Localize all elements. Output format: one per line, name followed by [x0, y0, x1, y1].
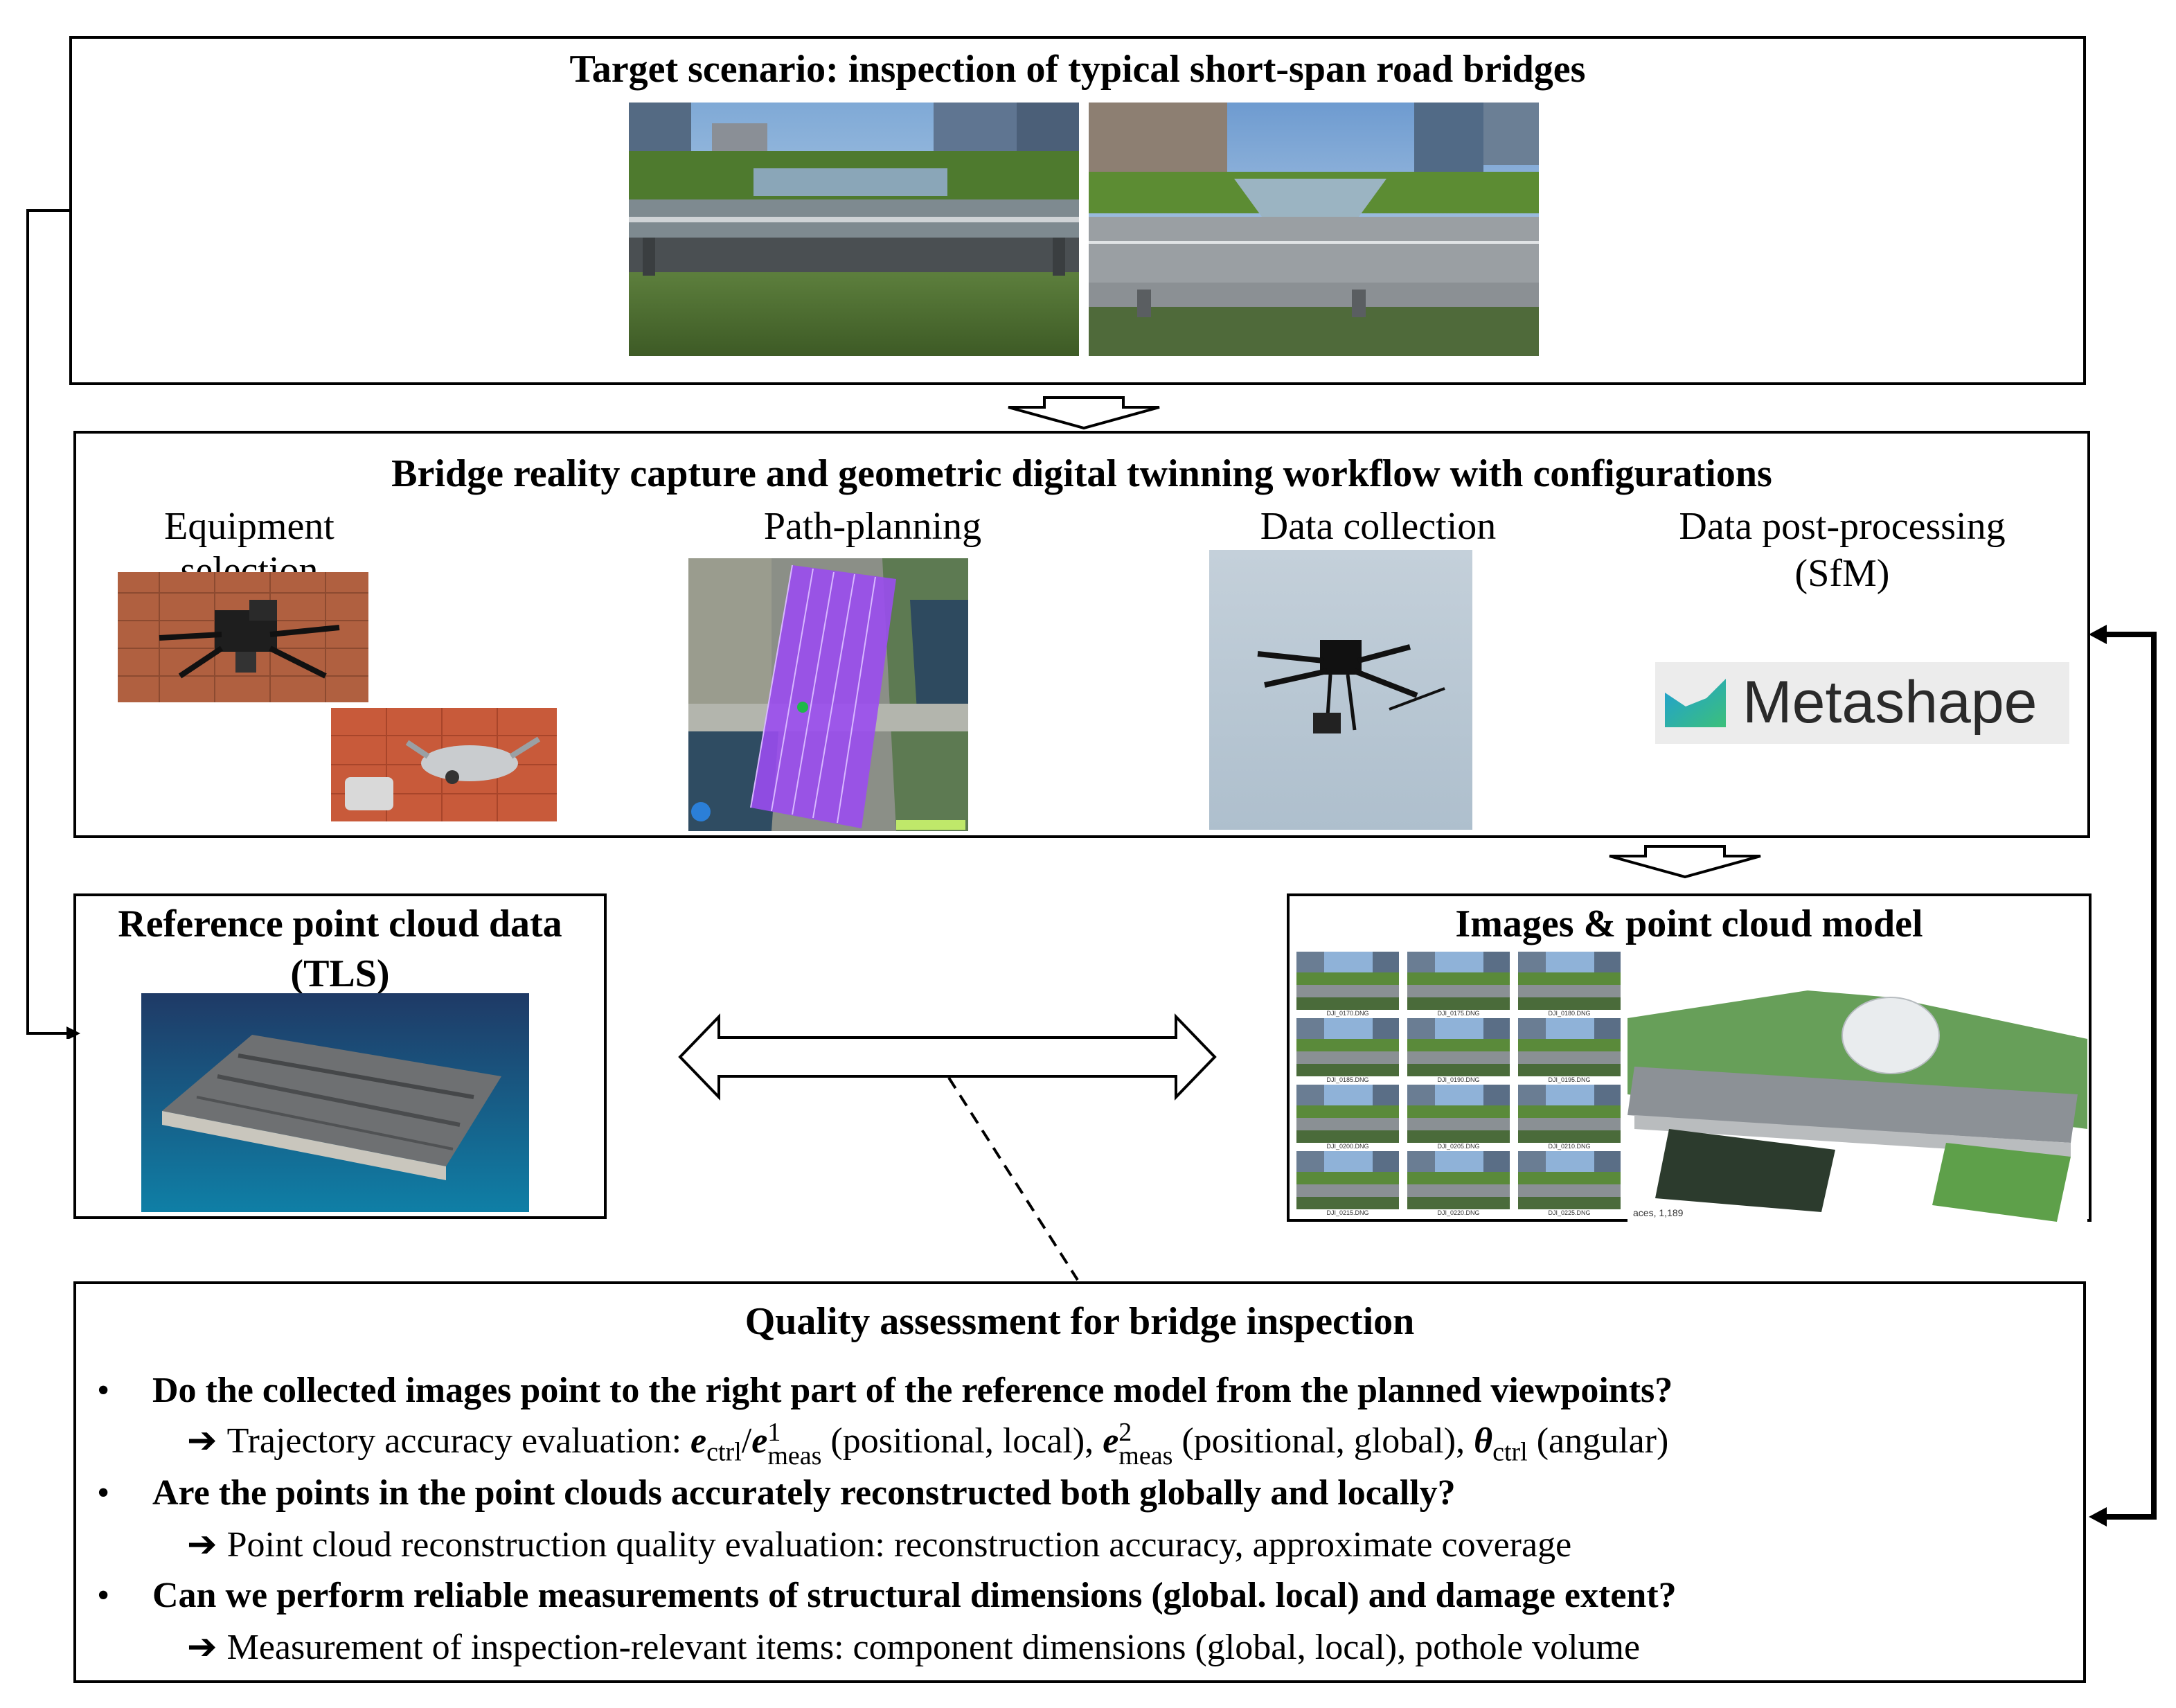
answer-3-arrow-icon: ➔	[187, 1626, 217, 1668]
answer-1: ➔Trajectory accuracy evaluation: ectrl/e…	[187, 1418, 1669, 1473]
answer-3-text: Measurement of inspection-relevant items…	[226, 1628, 1641, 1667]
step-data-post-processing: Data post-processing	[1679, 505, 2006, 548]
meas2-subscript: meas	[1118, 1441, 1173, 1471]
answer-2-arrow-icon: ➔	[187, 1524, 217, 1565]
thumbnail-caption: DJI_0220.DNG	[1437, 1209, 1480, 1216]
slash: /	[741, 1421, 752, 1461]
positional-global: (positional, global),	[1172, 1421, 1474, 1461]
drone-equipment-photo-2	[331, 708, 557, 821]
metashape-logo-text: Metashape	[1742, 669, 2037, 736]
reference-point-cloud-box: Reference point cloud data (TLS)	[73, 893, 607, 1219]
question-2: Are the points in the point clouds accur…	[152, 1473, 1456, 1513]
thumbnail-image	[1296, 1085, 1399, 1143]
thumbnail-image	[1518, 1085, 1621, 1143]
double-arrow-icon	[678, 1013, 1217, 1101]
sfm-model-caption: aces, 1,189	[1633, 1207, 1684, 1218]
workflow-box: Bridge reality capture and geometric dig…	[73, 431, 2090, 838]
thumbnail-image	[1296, 1151, 1399, 1209]
sfm-point-cloud-model: aces, 1,189	[1627, 990, 2087, 1222]
reference-title-line2: (TLS)	[290, 952, 390, 995]
thumbnail-caption: DJI_0190.DNG	[1437, 1076, 1480, 1083]
target-scenario-title: Target scenario: inspection of typical s…	[569, 48, 1586, 91]
thumbnail-image	[1407, 1151, 1510, 1209]
thumbnail-caption: DJI_0200.DNG	[1326, 1143, 1369, 1150]
thumbnail-image	[1407, 1018, 1510, 1076]
e-meas1-symbol: e	[751, 1421, 768, 1461]
step-data-post-processing-sfm: (SfM)	[1794, 552, 1890, 595]
thumbnail-image	[1296, 1018, 1399, 1076]
dashed-connector	[947, 1076, 1079, 1281]
bullet-3: •	[97, 1576, 110, 1615]
tls-point-cloud-image	[141, 993, 529, 1212]
thumbnail-caption: DJI_0185.DNG	[1326, 1076, 1369, 1083]
thumbnail-image	[1518, 1018, 1621, 1076]
workflow-title: Bridge reality capture and geometric dig…	[391, 452, 1772, 495]
theta-ctrl-subscript: ctrl	[1492, 1437, 1528, 1467]
quality-title: Quality assessment for bridge inspection	[744, 1300, 1415, 1343]
e-meas2-symbol: e	[1103, 1421, 1119, 1461]
bridge-photo-right	[1089, 103, 1539, 356]
bridge-photo-left	[629, 103, 1079, 356]
down-arrow-2-icon	[1609, 845, 1761, 879]
quality-assessment-box: Quality assessment for bridge inspection…	[73, 1281, 2086, 1683]
metashape-logo-icon	[1665, 679, 1726, 727]
step-path-planning: Path-planning	[763, 505, 982, 548]
thumbnail-image	[1296, 952, 1399, 1010]
e-ctrl-symbol: e	[690, 1421, 707, 1461]
path-planning-map	[688, 558, 968, 831]
reference-title-line1: Reference point cloud data	[118, 902, 562, 945]
thumbnail-grid: DJI_0170.DNG DJI_0175.DNG DJI_0180.DNG DJI_…	[1296, 952, 1629, 1216]
answer-2-text: Point cloud reconstruction quality evalu…	[226, 1525, 1572, 1565]
answer-1-prefix: Trajectory accuracy evaluation:	[226, 1421, 691, 1461]
data-collection-drone-photo	[1209, 550, 1472, 830]
answer-3: ➔Measurement of inspection-relevant item…	[187, 1626, 1640, 1669]
thumbnail-image	[1518, 1151, 1621, 1209]
meas1-subscript: meas	[767, 1441, 822, 1471]
thumbnail-caption: DJI_0205.DNG	[1437, 1143, 1480, 1150]
target-scenario-box: Target scenario: inspection of typical s…	[69, 36, 2086, 385]
answer-1-arrow-icon: ➔	[187, 1420, 217, 1461]
images-model-title: Images & point cloud model	[1455, 902, 1923, 945]
positional-local: (positional, local),	[821, 1421, 1103, 1461]
right-feedback-line	[2089, 625, 2157, 1527]
bullet-2: •	[97, 1473, 110, 1513]
thumbnail-image	[1407, 952, 1510, 1010]
ctrl-subscript: ctrl	[706, 1437, 742, 1467]
meas2-superscript: 2	[1118, 1418, 1132, 1448]
thumbnail-caption: DJI_0170.DNG	[1326, 1010, 1369, 1017]
step-data-collection: Data collection	[1260, 505, 1497, 548]
meas1-superscript: 1	[767, 1418, 781, 1448]
answer-2: ➔Point cloud reconstruction quality eval…	[187, 1524, 1571, 1566]
thumbnail-caption: DJI_0225.DNG	[1548, 1209, 1591, 1216]
bullet-1: •	[97, 1371, 110, 1410]
thumbnail-caption: DJI_0215.DNG	[1326, 1209, 1369, 1216]
thumbnail-caption: DJI_0195.DNG	[1548, 1076, 1591, 1083]
left-feedback-line	[26, 209, 80, 1039]
metashape-logo: Metashape	[1655, 662, 2069, 744]
thumbnail-caption: DJI_0180.DNG	[1548, 1010, 1591, 1017]
angular: (angular)	[1527, 1421, 1669, 1461]
thumbnail-caption: DJI_0210.DNG	[1548, 1143, 1591, 1150]
thumbnail-caption: DJI_0175.DNG	[1437, 1010, 1480, 1017]
thumbnail-image	[1407, 1085, 1510, 1143]
down-arrow-1-icon	[1008, 396, 1160, 430]
question-3: Can we perform reliable measurements of …	[152, 1576, 1677, 1615]
thumbnail-image	[1518, 952, 1621, 1010]
question-1: Do the collected images point to the rig…	[152, 1371, 1673, 1410]
drone-equipment-photo-1	[118, 572, 368, 702]
theta-symbol: θ	[1474, 1421, 1493, 1461]
